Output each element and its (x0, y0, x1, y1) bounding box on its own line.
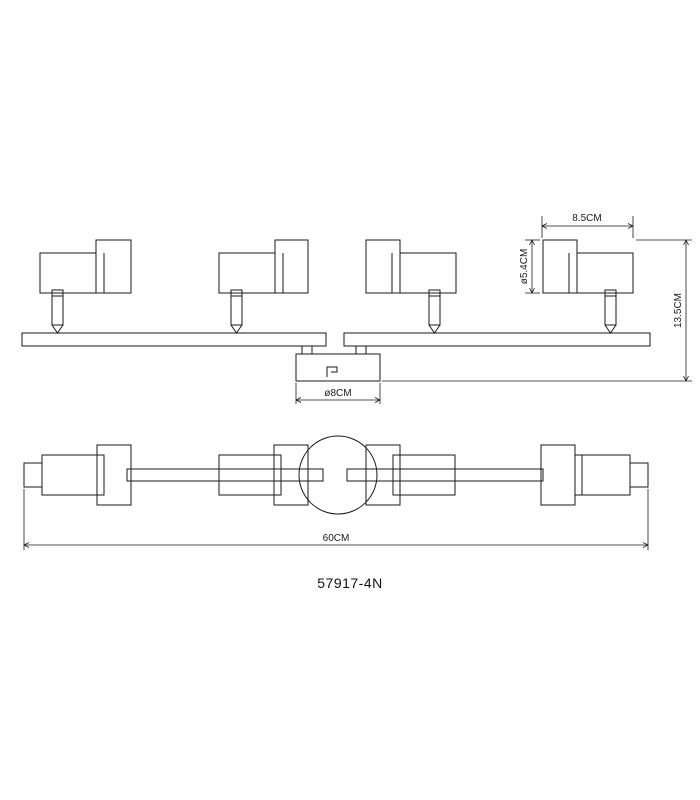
spotlight-head-4 (542, 239, 634, 334)
dim-head-width-label: 8.5CM (572, 213, 601, 224)
spotlight-head-1 (39, 239, 132, 334)
top-head-4 (540, 444, 649, 506)
top-head-2 (218, 444, 309, 506)
dim-base-diameter-label: ø8CM (324, 388, 351, 399)
model-code: 57917-4N (317, 575, 383, 591)
dim-head-diameter-label: ø5.4CM (519, 249, 530, 285)
top-left-arm (126, 468, 324, 482)
top-view: 60CM (23, 435, 649, 550)
top-head-3 (365, 444, 456, 506)
dim-head-width: 8.5CM (541, 213, 634, 238)
spotlight-head-3 (365, 239, 457, 334)
spotlight-head-2 (218, 239, 309, 334)
dim-total-length: 60CM (23, 489, 649, 550)
right-arm (343, 332, 651, 347)
ceiling-base (295, 346, 381, 382)
top-right-arm (346, 468, 544, 482)
top-head-1 (23, 444, 132, 506)
dim-total-height-label: 13.5CM (673, 293, 684, 328)
dim-total-length-label: 60CM (323, 533, 350, 544)
dim-head-diameter: ø5.4CM (519, 239, 540, 294)
ceiling-plate (298, 435, 378, 515)
front-view: 8.5CM ø5.4CM 13.5CM ø8CM (21, 213, 692, 404)
left-arm (21, 332, 327, 347)
dim-total-height: 13.5CM (382, 239, 692, 382)
dim-base-diameter: ø8CM (295, 383, 381, 404)
